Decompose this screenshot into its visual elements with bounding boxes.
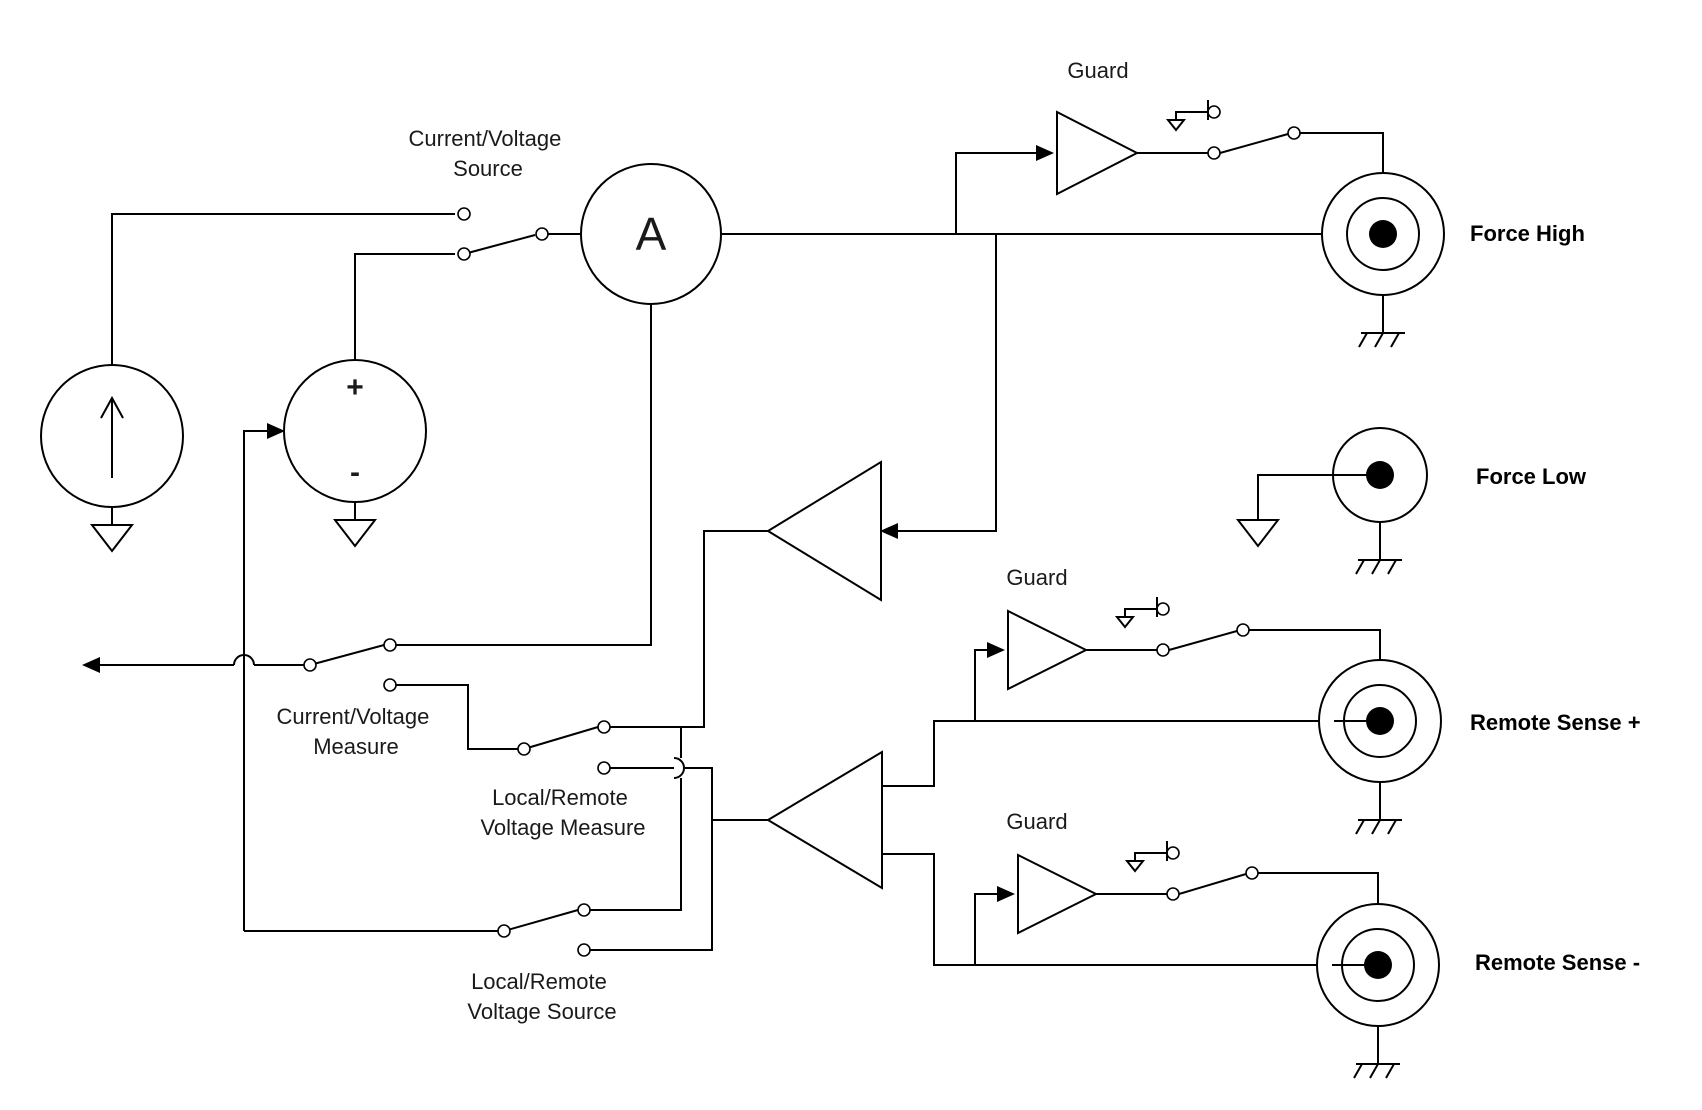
cv-source-label-line-1: Current/Voltage: [409, 126, 562, 151]
wire-guard-2-to-shield: [1243, 629, 1381, 660]
arrow-to-guard-2: [987, 642, 1005, 658]
lr-measure-label-line-2: Voltage Measure: [480, 815, 645, 840]
chassis-ground-icon: [1358, 294, 1406, 348]
cv-measure-label-line-2: Measure: [313, 734, 399, 759]
guard-switch-sense-plus[interactable]: [1116, 596, 1250, 657]
ammeter-label: A: [636, 208, 667, 260]
buffer-amplifier-icon: [1056, 110, 1140, 196]
connector-sense-plus[interactable]: [1318, 659, 1442, 835]
wire-ammeter-to-measure: [392, 304, 652, 646]
connector-force-high[interactable]: [1321, 153, 1445, 348]
wire-sense-minus: [882, 853, 1387, 966]
arrow-to-sense-amp: [880, 523, 898, 539]
guard-switch-sense-minus[interactable]: [1126, 840, 1259, 901]
arrow-up-icon: [100, 395, 124, 478]
port-label-sense-minus: Remote Sense -: [1475, 950, 1640, 975]
ground-icon: [1116, 596, 1158, 628]
port-label-force-low: Force Low: [1476, 464, 1587, 489]
cv-source-label: Current/Voltage Source: [409, 126, 568, 181]
port-labels: Force High Force Low Remote Sense + Remo…: [1470, 221, 1641, 975]
ammeter: A: [580, 163, 722, 305]
ground-icon: [334, 501, 376, 547]
buffer-amplifier-icon: [1017, 853, 1099, 935]
ground-icon: [1237, 501, 1279, 547]
arrow-to-voltage-source: [267, 423, 285, 439]
wire-tap-guard-2: [974, 649, 1003, 721]
wire-tap-to-sense-amp: [883, 234, 997, 532]
local-remote-measure-switch[interactable]: [517, 720, 611, 775]
sense-amplifier: [766, 460, 882, 602]
voltage-minus-label: -: [350, 456, 360, 489]
wire-voltage-source: [354, 253, 455, 360]
lr-source-label-line-1: Local/Remote: [471, 969, 607, 994]
wire-current-source: [111, 213, 455, 365]
port-label-force-high: Force High: [1470, 221, 1585, 246]
differential-amplifier: [766, 750, 883, 890]
wire-tap-to-guard-1: [955, 152, 1040, 234]
chassis-ground-icon: [1355, 781, 1403, 835]
lr-source-label-line-2: Voltage Source: [467, 999, 616, 1024]
ground-icon: [1167, 99, 1209, 131]
cv-measure-label-line-1: Current/Voltage: [277, 704, 430, 729]
measure-select-switch[interactable]: [303, 638, 397, 692]
guard-label-sense-minus: Guard: [1006, 809, 1067, 834]
connector-force-low[interactable]: [1237, 427, 1428, 575]
chassis-ground-icon: [1353, 1025, 1401, 1079]
arrow-to-guard-1: [1036, 145, 1054, 161]
wire-guard-1-to-shield: [1294, 132, 1384, 173]
cv-measure-label: Current/Voltage Measure: [277, 704, 436, 759]
ground-icon: [1126, 840, 1168, 872]
wire-sense-amp-to-lr: [604, 530, 768, 728]
wire-guard-3-to-shield: [1252, 872, 1379, 904]
guard-buffer-sense-plus: [1007, 609, 1089, 691]
lr-source-label: Local/Remote Voltage Source: [467, 969, 616, 1024]
local-remote-source-switch[interactable]: [497, 903, 591, 957]
wires: [92, 132, 1387, 966]
voltage-source: + -: [283, 359, 427, 547]
guard-switch-force-high[interactable]: [1167, 99, 1301, 160]
buffer-amplifier-icon: [1007, 609, 1089, 691]
connector-sense-minus[interactable]: [1316, 903, 1440, 1079]
switch-labels: Current/Voltage Source Current/Voltage M…: [277, 58, 1129, 1024]
wire-sense-plus: [882, 720, 1387, 787]
guard-label-sense-plus: Guard: [1006, 565, 1067, 590]
lr-measure-label: Local/Remote Voltage Measure: [480, 785, 645, 840]
wire-diff-amp-out: [584, 767, 768, 951]
arrow-output: [82, 657, 100, 673]
current-source: [40, 364, 184, 552]
cv-source-label-line-2: Source: [453, 156, 523, 181]
arrow-to-guard-3: [997, 886, 1015, 902]
guard-buffer-force-high: [1056, 110, 1140, 196]
buffer-amplifier-icon: [766, 750, 883, 890]
guard-label-force-high: Guard: [1067, 58, 1128, 83]
wire-lr-measure-hop: [673, 757, 685, 779]
wire-feedback: [243, 430, 270, 931]
guard-buffer-sense-minus: [1017, 853, 1099, 935]
ground-icon: [91, 506, 133, 552]
wire-tap-guard-3: [974, 893, 1013, 965]
source-select-switch[interactable]: [457, 207, 549, 261]
voltage-plus-label: +: [346, 371, 364, 404]
ammeter-icon: [580, 163, 722, 305]
buffer-amplifier-icon: [766, 460, 882, 602]
wire-lr-measure-down: [584, 727, 682, 911]
lr-measure-label-line-1: Local/Remote: [492, 785, 628, 810]
port-label-sense-plus: Remote Sense +: [1470, 710, 1641, 735]
arrowheads: [82, 145, 1054, 902]
chassis-ground-icon: [1355, 521, 1403, 575]
wire-measure-lower: [392, 684, 524, 750]
